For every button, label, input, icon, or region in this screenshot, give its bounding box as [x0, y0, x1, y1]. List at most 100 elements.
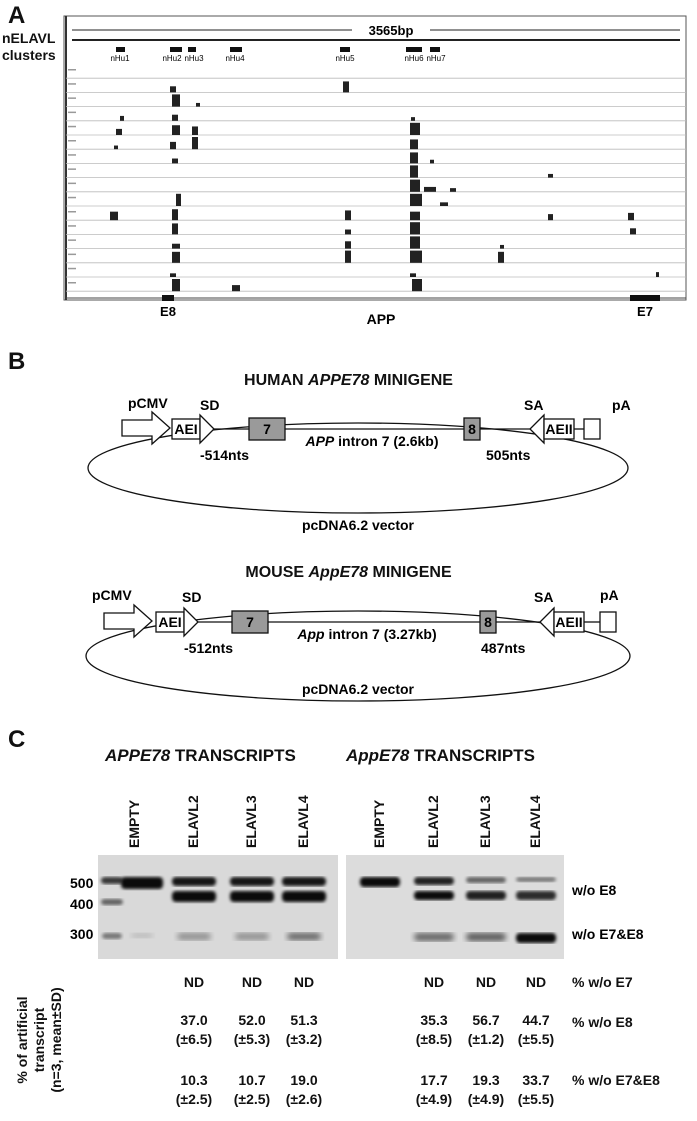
pa-label: pA	[612, 397, 631, 413]
coverage-peak	[424, 186, 436, 192]
panel-c-letter: C	[8, 726, 26, 753]
value-wo-e7e8-mean: 10.7	[238, 1072, 266, 1088]
track-row-label	[68, 211, 76, 213]
ylabel-line-1: % of artificial	[14, 996, 30, 1084]
value-wo-e7e8-sd: (±4.9)	[467, 1091, 505, 1107]
value-wo-e8-mean: 51.3	[290, 1012, 318, 1028]
track-row-label	[68, 168, 76, 170]
pcmv-label: pCMV	[92, 587, 132, 603]
pa-box	[583, 418, 601, 440]
coverage-peak	[430, 159, 434, 164]
coverage-peak	[410, 152, 418, 164]
value-wo-e8-sd: (±1.2)	[467, 1031, 505, 1047]
gel-images: 500 400 300 w/o E8 w/o E7&E8	[70, 855, 644, 959]
coverage-peak	[232, 285, 240, 292]
value-wo-e7: ND	[183, 974, 205, 990]
value-wo-e8-mean: 56.7	[472, 1012, 500, 1028]
track-row-label	[68, 83, 76, 85]
cluster-label-4: nHu4	[225, 54, 245, 63]
row-label-wo-e7e8: % w/o E7&E8	[572, 1072, 660, 1088]
coverage-peak	[410, 139, 418, 150]
marker-300: 300	[70, 926, 94, 942]
coverage-peak	[176, 193, 181, 206]
coverage-peak	[120, 115, 124, 121]
coverage-peak	[410, 122, 420, 135]
coverage-peak	[410, 193, 422, 206]
track-row-label	[68, 225, 76, 227]
track-row-label	[68, 196, 76, 199]
coverage-peak	[410, 222, 420, 235]
aei-label: AEI	[174, 421, 197, 437]
band-full-length	[414, 877, 454, 885]
coverage-peak	[628, 212, 634, 221]
right-nts-label: 487nts	[481, 640, 526, 656]
track-row-label	[68, 69, 76, 71]
value-wo-e7: ND	[241, 974, 263, 990]
coverage-peak	[172, 158, 178, 164]
coverage-peak	[172, 243, 180, 249]
ladder-band-500	[101, 877, 123, 884]
band-full-length	[466, 877, 506, 883]
sa-triangle-icon	[529, 413, 545, 445]
left-title-rest: TRANSCRIPTS	[170, 746, 296, 765]
genome-browser-track: 3565bp nHu1 nHu2 nHu3 nHu4 nHu5 nHu6 nHu…	[63, 15, 687, 327]
band-wo-e7e8	[466, 933, 506, 941]
band-wo-e8	[230, 891, 274, 902]
marker-400: 400	[70, 896, 94, 912]
cluster-label-1: nHu1	[110, 54, 130, 63]
coverage-peak	[343, 81, 349, 93]
coverage-peak	[410, 273, 416, 277]
value-wo-e8-sd: (±6.5)	[175, 1031, 213, 1047]
coverage-peak	[410, 236, 420, 249]
band-empty-full	[121, 877, 163, 889]
left-transcripts-title: APPE78 TRANSCRIPTS	[105, 746, 296, 766]
band-empty-full	[360, 877, 400, 887]
right-title-rest: TRANSCRIPTS	[409, 746, 535, 765]
value-wo-e7: ND	[475, 974, 497, 990]
band-wo-e8	[282, 891, 326, 902]
exon8-box	[463, 417, 481, 441]
cluster-bars	[116, 47, 440, 52]
band-full-length	[282, 877, 326, 886]
exon7-label: 7	[246, 614, 254, 630]
human-title-gene: APPE78	[308, 372, 370, 389]
band-wo-e8	[414, 891, 454, 900]
value-wo-e8-mean: 52.0	[238, 1012, 266, 1028]
left-nts-label: -512nts	[184, 640, 233, 656]
pcmv-label: pCMV	[128, 395, 168, 411]
coverage-peak	[345, 250, 351, 263]
human-minigene-diagram: pCMV AEI SD 7 APP intron 7 (2.6kb) 8 SA …	[87, 395, 631, 533]
right-title-gene: AppE78	[346, 746, 410, 765]
value-wo-e8-mean: 37.0	[180, 1012, 208, 1028]
value-wo-e7: ND	[525, 974, 547, 990]
clusters-label: clusters	[2, 47, 56, 63]
left-title-gene: APPE78	[105, 746, 171, 765]
value-wo-e8-sd: (±3.2)	[285, 1031, 323, 1047]
coverage-peak	[345, 241, 351, 249]
track-row-label	[68, 140, 76, 142]
value-wo-e8-sd: (±8.5)	[415, 1031, 453, 1047]
exon7-box	[231, 610, 269, 634]
exon-e7-box	[630, 295, 660, 301]
aeii-label: AEII	[555, 614, 582, 630]
sd-label: SD	[200, 397, 219, 413]
value-wo-e7e8-mean: 33.7	[522, 1072, 550, 1088]
coverage-peak	[450, 188, 456, 192]
intron-label: APP intron 7 (2.6kb)	[304, 433, 438, 449]
aeii-label: AEII	[545, 421, 572, 437]
coverage-peak	[410, 250, 422, 263]
coverage-peak	[114, 145, 118, 150]
pcmv-arrow-icon	[103, 603, 153, 639]
coverage-peak	[172, 223, 178, 235]
band-wo-e7e8	[177, 933, 211, 940]
sa-label: SA	[524, 397, 543, 413]
band-wo-e8	[466, 891, 506, 900]
cluster-label-3: nHu3	[184, 54, 204, 63]
value-wo-e7e8-sd: (±4.9)	[415, 1091, 453, 1107]
coverage-tracks	[66, 69, 686, 292]
vector-label: pcDNA6.2 vector	[302, 517, 415, 533]
right-transcripts-title: AppE78 TRANSCRIPTS	[346, 746, 535, 766]
band-label-wo-e7e8: w/o E7&E8	[571, 926, 644, 942]
row-label-wo-e7: % w/o E7	[572, 974, 633, 990]
coverage-peak	[410, 211, 420, 221]
